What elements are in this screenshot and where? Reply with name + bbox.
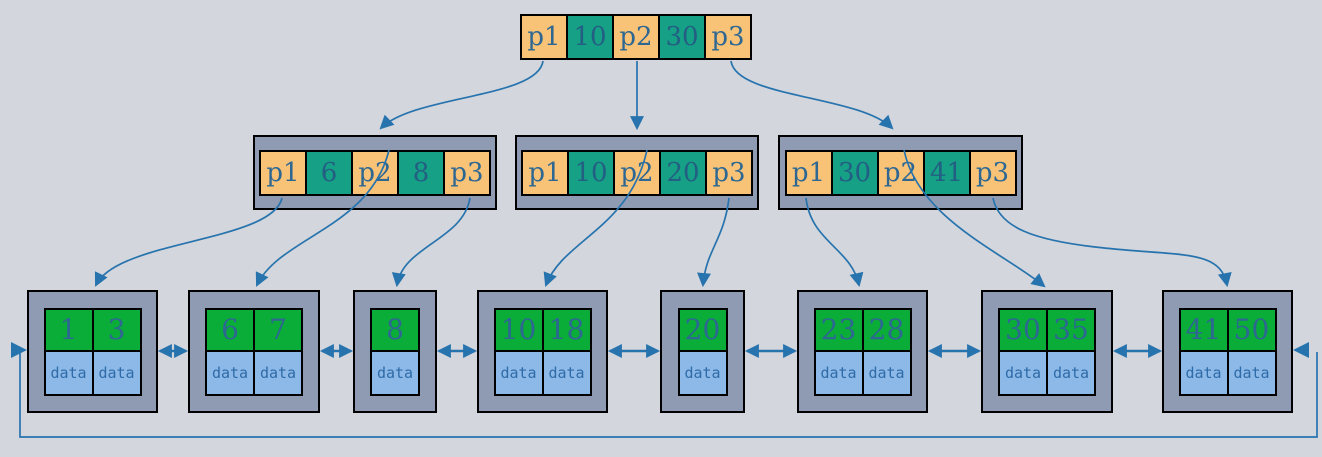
internal3-key-41: 41	[922, 149, 971, 196]
arrow-internal3-p3-to-leaf8	[992, 197, 1232, 288]
root-node: p1 10 p2 30 p3	[520, 14, 752, 60]
leaf-node-5: 20 data	[660, 290, 745, 413]
internal2-pointer-p2: p2	[613, 149, 661, 196]
root-key-30: 30	[658, 14, 706, 60]
leaf5-key-20: 20	[677, 307, 728, 352]
leaf-node-7: 30 data 35 data	[981, 290, 1113, 413]
leaf2-key-6: 6	[205, 307, 255, 352]
internal-node-1: p1 6 p2 8 p3	[253, 135, 497, 210]
leaf8-data-1: data	[1178, 349, 1229, 396]
leaf1-data-1: data	[43, 349, 94, 396]
leaf6-key-23: 23	[813, 307, 864, 352]
wrap-arrowhead-into-leaf8	[1293, 342, 1309, 358]
leaf-node-1: 1 data 3 data	[27, 290, 158, 413]
leaf4-data-1: data	[493, 349, 544, 396]
leaf6-data-2: data	[861, 349, 912, 396]
leaf6-data-1: data	[813, 349, 864, 396]
leaf-node-8: 41 data 50 data	[1162, 290, 1293, 413]
internal3-pointer-p1: p1	[784, 149, 833, 196]
arrow-internal3-p1-to-leaf6	[805, 197, 864, 288]
internal-node-2: p1 10 p2 20 p3	[515, 135, 759, 210]
leaf3-key-8: 8	[370, 307, 420, 352]
internal-node-3: p1 30 p2 41 p3	[778, 135, 1023, 210]
internal2-key-10: 10	[567, 149, 615, 196]
arrow-root-p3-to-internal3	[730, 60, 894, 130]
arrow-internal2-p3-to-leaf5	[697, 197, 730, 288]
arrow-internal1-p3-to-leaf3	[391, 197, 471, 288]
root-pointer-p3: p3	[704, 14, 752, 60]
arrow-root-p1-to-internal1	[379, 60, 544, 130]
leaf2-key-7: 7	[253, 307, 303, 352]
leaf2-data-2: data	[253, 349, 303, 396]
leaf-node-4: 10 data 18 data	[477, 290, 608, 413]
leaf1-key-3: 3	[91, 307, 142, 352]
wrap-arrowhead-into-leaf1	[11, 342, 27, 358]
leaf1-data-2: data	[91, 349, 142, 396]
leaf7-key-35: 35	[1046, 307, 1096, 352]
internal3-key-30: 30	[830, 149, 879, 196]
leaf5-data-1: data	[677, 349, 728, 396]
leaf8-key-41: 41	[1178, 307, 1229, 352]
leaf2-data-1: data	[205, 349, 255, 396]
leaf7-data-1: data	[998, 349, 1048, 396]
leaf4-key-10: 10	[493, 307, 544, 352]
leaf-node-2: 6 data 7 data	[188, 290, 320, 413]
internal1-pointer-p2: p2	[351, 149, 399, 196]
leaf6-key-28: 28	[861, 307, 912, 352]
internal2-key-20: 20	[659, 149, 707, 196]
root-pointer-p2: p2	[612, 14, 660, 60]
leaf-node-3: 8 data	[353, 290, 437, 413]
leaf4-key-18: 18	[541, 307, 592, 352]
leaf1-key-1: 1	[43, 307, 94, 352]
leaf3-data-1: data	[370, 349, 420, 396]
leaf7-key-30: 30	[998, 307, 1048, 352]
internal1-pointer-p1: p1	[259, 149, 307, 196]
internal1-key-8: 8	[397, 149, 445, 196]
internal1-pointer-p3: p3	[443, 149, 491, 196]
leaf4-data-2: data	[541, 349, 592, 396]
internal3-pointer-p2: p2	[876, 149, 925, 196]
leaf7-data-2: data	[1046, 349, 1096, 396]
leaf8-data-2: data	[1226, 349, 1277, 396]
internal3-pointer-p3: p3	[968, 149, 1017, 196]
leaf-node-6: 23 data 28 data	[797, 290, 928, 413]
leaf8-key-50: 50	[1226, 307, 1277, 352]
root-pointer-p1: p1	[520, 14, 568, 60]
internal1-key-6: 6	[305, 149, 353, 196]
internal2-pointer-p3: p3	[705, 149, 753, 196]
internal2-pointer-p1: p1	[521, 149, 569, 196]
root-key-10: 10	[566, 14, 614, 60]
arrow-internal1-p1-to-leaf1	[94, 197, 283, 287]
